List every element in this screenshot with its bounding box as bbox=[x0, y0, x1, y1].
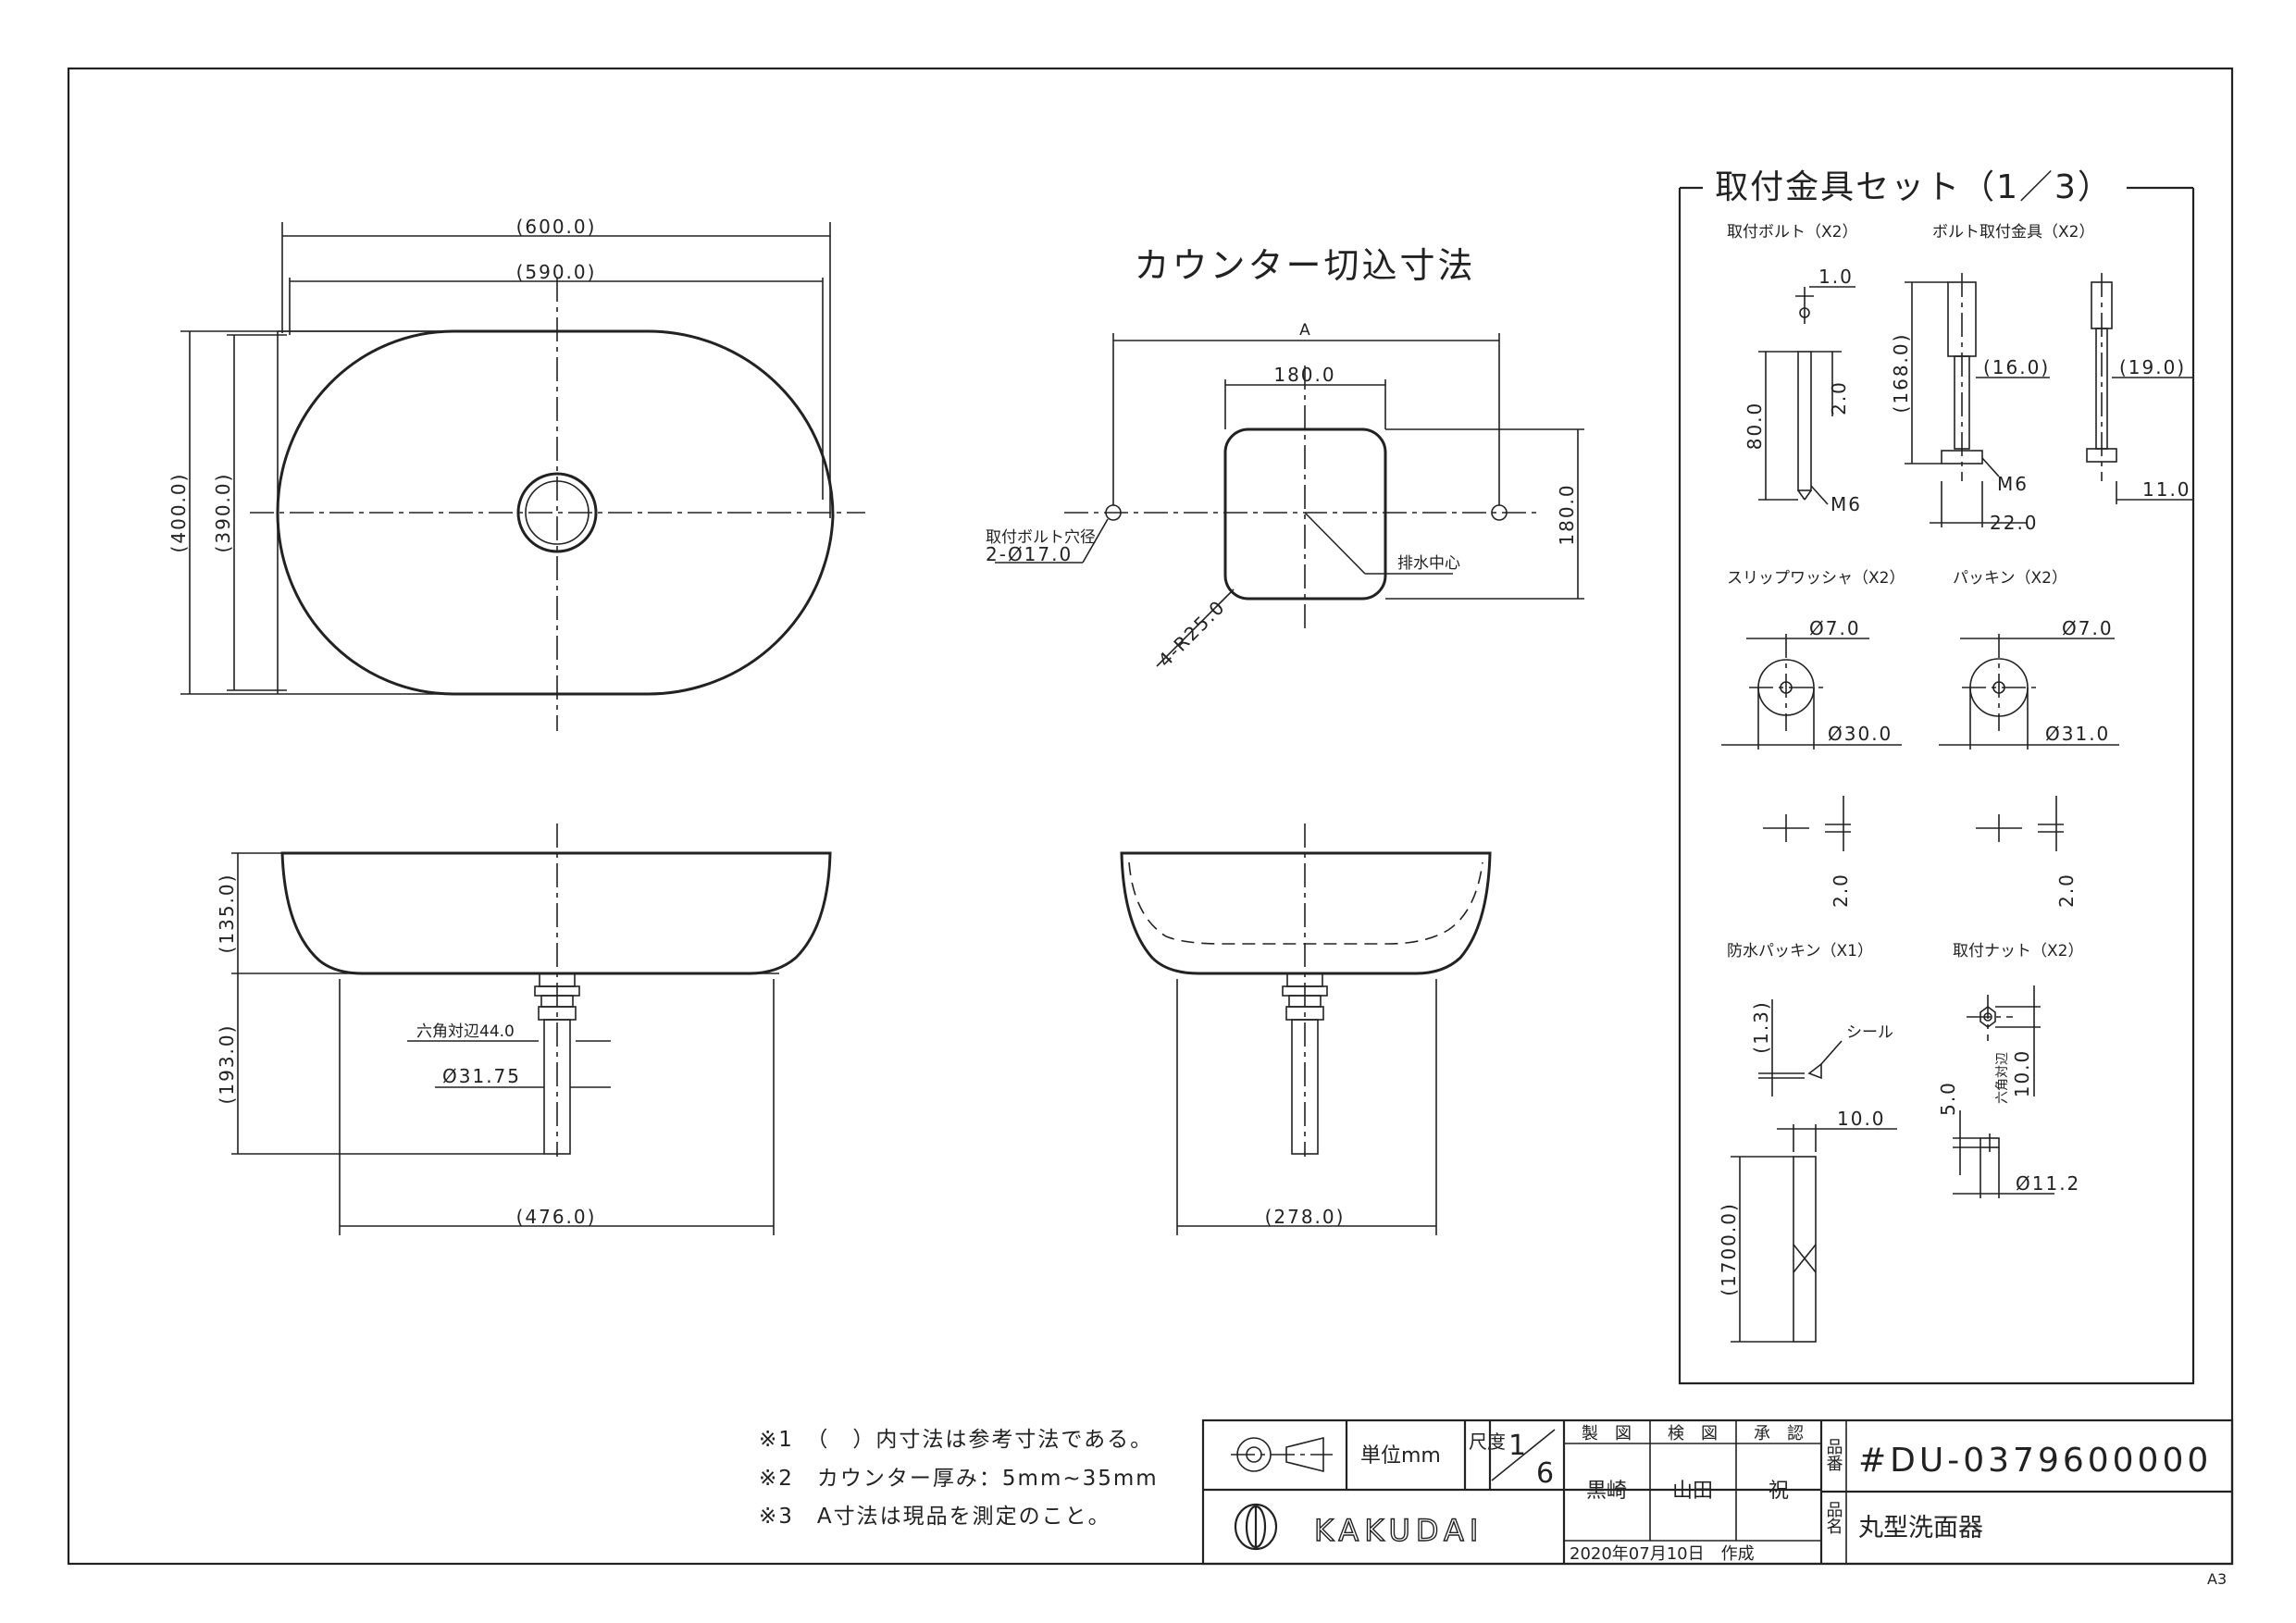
nut-height: 5.0 bbox=[1937, 1081, 1959, 1116]
dim-width-inner: (590.0) bbox=[516, 261, 597, 283]
side-view bbox=[231, 824, 832, 1235]
drawn-by: 黒崎 bbox=[1586, 1480, 1627, 1503]
drain-center-label: 排水中心 bbox=[1397, 554, 1460, 573]
bracket-d11: 11.0 bbox=[2142, 478, 2191, 501]
slip-washer-inner: Ø7.0 bbox=[1809, 617, 1861, 639]
pipe-dia: Ø31.75 bbox=[442, 1065, 521, 1087]
cutout-title: カウンター切込寸法 bbox=[1134, 245, 1475, 286]
drawing-frame bbox=[67, 67, 2234, 1566]
note-2: ※2 カウンター厚み：5mm~35mm bbox=[759, 1467, 1159, 1491]
bolt-thread: M6 bbox=[1831, 493, 1862, 515]
bolt-label: 取付ボルト（X2） bbox=[1727, 223, 1857, 242]
bracket-d19: (19.0) bbox=[2119, 356, 2186, 378]
bracket-label: ボルト取付金具（X2） bbox=[1932, 223, 2094, 242]
unit-label: 単位mm bbox=[1360, 1444, 1441, 1468]
waterproof-label: 防水パッキン（X1） bbox=[1727, 942, 1873, 960]
slip-washer-label: スリップワッシャ（X2） bbox=[1727, 569, 1905, 588]
cutout-radius: 4-R25.0 bbox=[1154, 595, 1230, 671]
waterproof-length: (1700.0) bbox=[1718, 1202, 1740, 1296]
slip-washer-outer: Ø30.0 bbox=[1828, 723, 1893, 745]
note-1: ※1 （ ）内寸法は参考寸法である。 bbox=[759, 1428, 1153, 1452]
title-block bbox=[1201, 1419, 2234, 1566]
hex-label: 六角対辺44.0 bbox=[416, 1022, 515, 1041]
packing-inner: Ø7.0 bbox=[2062, 617, 2114, 639]
kakudai-logo: KAKUDAI bbox=[1314, 1513, 1483, 1548]
dim-drain-height: (193.0) bbox=[216, 1024, 238, 1105]
approved-header: 承 認 bbox=[1754, 1424, 1804, 1443]
part-name: 丸型洗面器 bbox=[1858, 1514, 1983, 1542]
nut-hex-label: 六角対辺 bbox=[1995, 1052, 2010, 1104]
cutout-dim-width: 180.0 bbox=[1273, 364, 1335, 386]
fittings-panel bbox=[1678, 186, 2195, 1385]
waterproof-thick: (1.3) bbox=[1750, 1000, 1772, 1053]
side-dim-bottom-width: (476.0) bbox=[516, 1206, 597, 1228]
bolt-hole-dim: 2-Ø17.0 bbox=[986, 543, 1073, 565]
scale-num: 1 bbox=[1508, 1430, 1526, 1462]
cutout-dim-height: 180.0 bbox=[1556, 483, 1578, 545]
bolt-length: 80.0 bbox=[1744, 402, 1766, 451]
drawn-header: 製 図 bbox=[1582, 1424, 1632, 1443]
waterproof-seal: シール bbox=[1846, 1023, 1893, 1042]
cutout-view bbox=[995, 333, 1584, 667]
top-view bbox=[180, 222, 865, 731]
end-dim-bottom-width: (278.0) bbox=[1265, 1206, 1346, 1228]
scale-den: 6 bbox=[1536, 1457, 1554, 1490]
checked-by: 山田 bbox=[1672, 1480, 1713, 1503]
dim-a: A bbox=[1299, 321, 1310, 340]
packing-outer: Ø31.0 bbox=[2045, 723, 2110, 745]
packing-label: パッキン（X2） bbox=[1953, 569, 2067, 588]
fittings-title: 取付金具セット（1／3） bbox=[1715, 168, 2113, 206]
slip-washer-thick: 2.0 bbox=[1830, 873, 1852, 908]
approved-by: 祝 bbox=[1769, 1480, 1789, 1503]
bolt-hole-label: 取付ボルト穴径 bbox=[986, 528, 1096, 547]
bracket-d16: (16.0) bbox=[1983, 356, 2050, 378]
nut-label: 取付ナット（X2） bbox=[1953, 942, 2083, 960]
scale-label: 尺度 bbox=[1469, 1431, 1506, 1453]
bolt-d1: 1.0 bbox=[1818, 266, 1854, 288]
part-no: #DU-0379600000 bbox=[1858, 1442, 2212, 1480]
note-3: ※3 A寸法は現品を測定のこと。 bbox=[759, 1505, 1111, 1529]
dim-height-outer: (400.0) bbox=[168, 473, 190, 553]
bracket-d22: 22.0 bbox=[1990, 512, 2039, 534]
checked-header: 検 図 bbox=[1668, 1424, 1718, 1443]
nut-hex-val: 10.0 bbox=[2011, 1049, 2033, 1098]
dim-width-outer: (600.0) bbox=[516, 216, 597, 238]
part-name-header: 品名 bbox=[1824, 1501, 1843, 1534]
date: 2020年07月10日 作成 bbox=[1570, 1544, 1755, 1564]
bracket-height: (168.0) bbox=[1890, 333, 1912, 414]
packing-thick: 2.0 bbox=[2055, 873, 2078, 908]
nut-dia: Ø11.2 bbox=[2016, 1172, 2080, 1195]
bracket-thread: M6 bbox=[1997, 473, 2029, 495]
dim-bowl-height: (135.0) bbox=[216, 873, 238, 954]
end-view bbox=[1120, 824, 1492, 1235]
dim-height-inner: (390.0) bbox=[212, 473, 234, 553]
waterproof-width: 10.0 bbox=[1837, 1108, 1886, 1130]
bolt-d2: 2.0 bbox=[1828, 380, 1850, 415]
part-no-header: 品番 bbox=[1824, 1438, 1843, 1471]
sheet-size: A3 bbox=[2207, 1570, 2227, 1588]
